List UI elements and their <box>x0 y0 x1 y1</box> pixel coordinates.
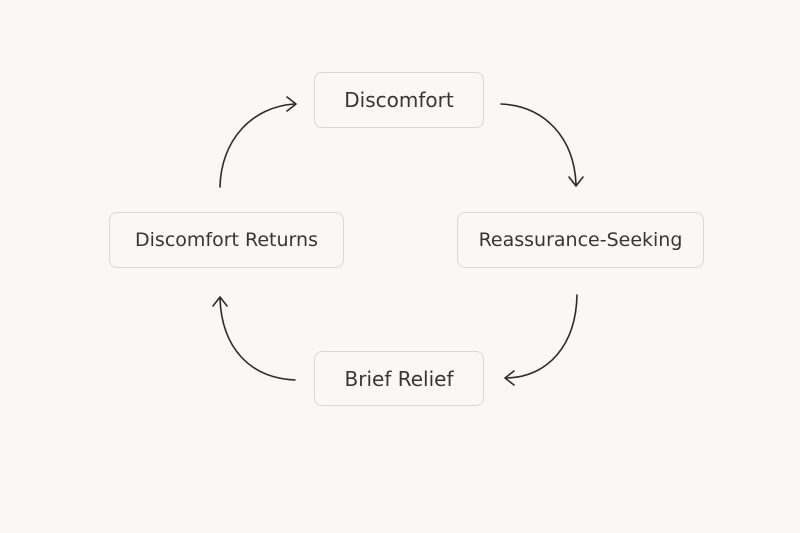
node-brief-relief: Brief Relief <box>314 351 484 406</box>
arrow-discomfort-to-reassurance <box>500 103 584 187</box>
node-discomfort: Discomfort <box>314 72 484 128</box>
arrow-returns-to-discomfort <box>219 96 297 188</box>
arrow-reassurance-to-relief <box>504 294 578 386</box>
node-reassurance-seeking: Reassurance-Seeking <box>457 212 704 268</box>
node-discomfort-returns: Discomfort Returns <box>109 212 344 268</box>
arrow-relief-to-returns <box>212 296 296 381</box>
